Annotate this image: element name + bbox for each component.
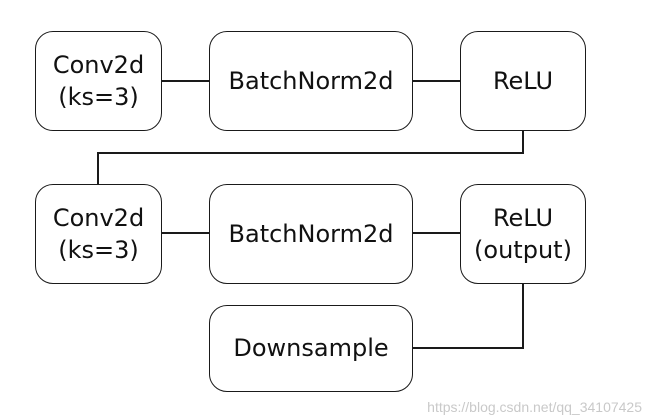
batchnorm2d-node-1-label: BatchNorm2d <box>228 66 394 95</box>
edge-relu2-downsample <box>413 284 524 349</box>
conv2d-node-1: Conv2d (ks=3) <box>35 31 162 131</box>
downsample-node-label: Downsample <box>233 334 389 363</box>
batchnorm2d-node-1: BatchNorm2d <box>209 31 413 131</box>
batchnorm2d-node-2-label: BatchNorm2d <box>228 219 394 248</box>
downsample-node: Downsample <box>209 305 413 392</box>
relu-output-node-note: (output) <box>474 236 572 264</box>
conv2d-node-2: Conv2d (ks=3) <box>35 184 162 284</box>
relu-node-1: ReLU <box>460 31 586 131</box>
conv2d-node-2-param: (ks=3) <box>58 236 139 264</box>
relu-output-node-name: ReLU <box>492 203 554 232</box>
conv2d-node-1-name: Conv2d <box>52 50 145 79</box>
watermark-text: https://blog.csdn.net/qq_34107425 <box>427 399 642 415</box>
edge-relu1-conv2 <box>97 131 524 184</box>
relu-output-node: ReLU (output) <box>460 184 586 284</box>
relu-node-1-label: ReLU <box>492 66 554 95</box>
conv2d-node-1-param: (ks=3) <box>58 83 139 111</box>
batchnorm2d-node-2: BatchNorm2d <box>209 184 413 284</box>
conv2d-node-2-name: Conv2d <box>52 203 145 232</box>
